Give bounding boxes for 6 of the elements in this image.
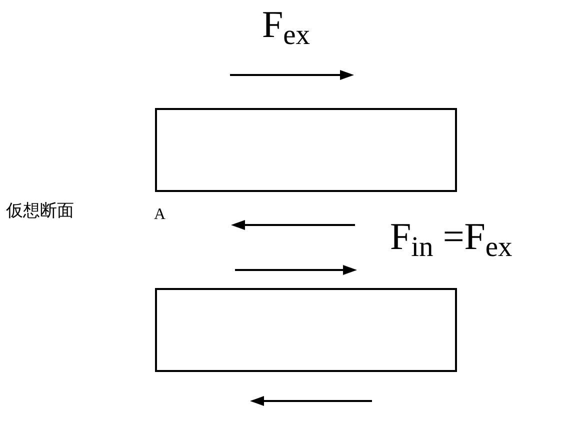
rectangle-block [155,288,457,372]
point-label: A [154,207,166,223]
force-label: F$_{in}$ =F$_{ex}$ [390,218,512,256]
section-label: 仮想断面 [6,203,74,220]
force-label: F$_{ex}$ [262,6,310,44]
rectangle-block [155,108,457,192]
